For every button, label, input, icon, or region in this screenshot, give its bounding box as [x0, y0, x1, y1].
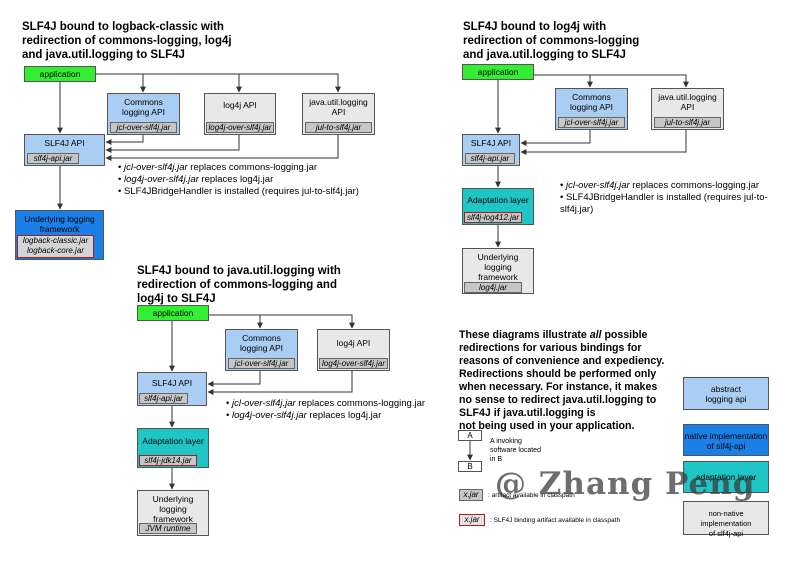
- d2-jul-api-box: java.util.logging API jul-to-slf4j.jar: [651, 88, 724, 130]
- d1-jul-api-label: java.util.logging API: [309, 97, 368, 117]
- d3-adaptation-box: Adaptation layer slf4j-jdk14.jar: [137, 428, 209, 468]
- note-rest: redirections for various bindings for re…: [459, 342, 665, 432]
- legend-invoking-text: A invoking software located in B: [490, 438, 541, 463]
- d1-commons-api-label: Commons logging API: [121, 97, 165, 117]
- d1-underlying-box: Underlying logging framework logback-cla…: [15, 210, 104, 260]
- explanation-note: These diagrams illustrate all possible r…: [459, 316, 699, 446]
- d2-commons-api-box: Commons logging API jcl-over-slf4j.jar: [555, 88, 628, 130]
- d3-application-label: application: [152, 308, 194, 318]
- d3-log4j-api-label: log4j API: [336, 338, 371, 348]
- d1-log4j-jar: log4j-over-slf4j.jar: [206, 122, 274, 133]
- d3-underlying-box: Underlying logging framework JVM runtime: [137, 490, 209, 536]
- d3-adaptation-jar: slf4j-jdk14.jar: [139, 455, 197, 466]
- d1-commons-jar: jcl-over-slf4j.jar: [110, 122, 177, 133]
- diagram1-title: SLF4J bound to logback-classic with redi…: [22, 21, 232, 61]
- d1-bullet-2: log4j-over-slf4j.jar replaces log4j.jar: [118, 174, 359, 186]
- note-line1-pre: These diagrams illustrate: [459, 329, 590, 341]
- d1-bullet-3: SLF4JBridgeHandler is installed (require…: [118, 186, 359, 198]
- d1-jul-api-box: java.util.logging API jul-to-slf4j.jar: [302, 93, 375, 135]
- legend-binding-jar-sample: x.jar: [459, 514, 485, 526]
- d3-log4j-jar: log4j-over-slf4j.jar: [319, 358, 388, 369]
- d3-bullet-2: log4j-over-slf4j.jar replaces log4j.jar: [226, 410, 425, 422]
- legend-adaptation-box: adaptation layer: [683, 461, 769, 493]
- legend-jar-desc: : artifact available in classpath: [488, 492, 575, 499]
- legend-native-label: native implementation of slf4j-api: [684, 431, 768, 451]
- d2-adaptation-box: Adaptation layer slf4j-log412.jar: [462, 188, 534, 225]
- d3-bullet-1: jcl-over-slf4j.jar replaces commons-logg…: [226, 398, 425, 410]
- d3-underlying-label: Underlying logging framework: [152, 494, 194, 524]
- d2-bullet-2: SLF4JBridgeHandler is installed (require…: [560, 192, 800, 216]
- d2-bullet-1: jcl-over-slf4j.jar replaces commons-logg…: [560, 180, 800, 192]
- d1-slf4j-jar: slf4j-api.jar: [27, 153, 79, 164]
- d1-underlying-jar: logback-classic.jar logback-core.jar: [17, 235, 94, 258]
- d1-commons-api-box: Commons logging API jcl-over-slf4j.jar: [107, 93, 180, 135]
- d2-bullets: jcl-over-slf4j.jar replaces commons-logg…: [560, 180, 800, 216]
- d3-bullets: jcl-over-slf4j.jar replaces commons-logg…: [226, 398, 425, 422]
- legend-jar-sample: x.jar: [459, 489, 483, 501]
- d1-jul-jar: jul-to-slf4j.jar: [305, 122, 372, 133]
- d2-jul-jar: jul-to-slf4j.jar: [654, 117, 721, 128]
- legend-non-native-box: non-native implementation of slf4j-api: [683, 501, 769, 538]
- legend-abstract-box: abstract logging api: [683, 377, 769, 410]
- d2-commons-api-label: Commons logging API: [569, 92, 613, 112]
- d3-commons-api-box: Commons logging API jcl-over-slf4j.jar: [225, 329, 298, 371]
- d2-commons-jar: jcl-over-slf4j.jar: [558, 117, 625, 128]
- d3-slf4j-api-box: SLF4J API slf4j-api.jar: [137, 372, 207, 406]
- d2-application-box: application: [462, 64, 534, 80]
- d3-underlying-jar: JVM runtime: [139, 523, 197, 534]
- d2-adaptation-jar: slf4j-log412.jar: [464, 212, 522, 223]
- legend-adaptation-label: adaptation layer: [695, 472, 757, 482]
- d1-log4j-api-label: log4j API: [223, 100, 257, 110]
- d2-application-label: application: [477, 67, 519, 77]
- d3-commons-jar: jcl-over-slf4j.jar: [228, 358, 295, 369]
- diagram3-title: SLF4J bound to java.util.logging with re…: [137, 265, 341, 305]
- d3-slf4j-jar: slf4j-api.jar: [139, 393, 188, 404]
- legend-non-native-label: non-native implementation of slf4j-api: [700, 509, 752, 538]
- note-line1-em: all: [589, 329, 602, 341]
- d2-underlying-jar: log4j.jar: [464, 282, 522, 293]
- d3-log4j-api-box: log4j API log4j-over-slf4j.jar: [317, 329, 390, 371]
- legend-binding-desc: : SLF4J binding artifact available in cl…: [490, 517, 621, 524]
- d2-slf4j-api-label: SLF4J API: [470, 138, 512, 148]
- d2-adaptation-label: Adaptation layer: [467, 195, 529, 205]
- d3-slf4j-api-label: SLF4J API: [151, 378, 193, 388]
- d1-application-label: application: [39, 69, 81, 79]
- d1-log4j-api-box: log4j API log4j-over-slf4j.jar: [204, 93, 276, 135]
- note-line1-post: possible: [601, 329, 648, 341]
- d2-underlying-label: Underlying logging framework: [477, 252, 519, 282]
- watermark-text: @ Zhang Peng: [495, 466, 756, 502]
- legend-abstract-label: abstract logging api: [705, 384, 747, 404]
- diagram2-title: SLF4J bound to log4j with redirection of…: [463, 21, 640, 61]
- legend-box-b: B: [458, 461, 482, 472]
- d3-application-box: application: [137, 305, 209, 321]
- legend-box-a: A: [458, 430, 482, 441]
- d3-commons-api-label: Commons logging API: [239, 333, 283, 353]
- d1-slf4j-api-box: SLF4J API slf4j-api.jar: [24, 134, 105, 166]
- d1-application-box: application: [24, 66, 96, 82]
- d1-underlying-label: Underlying logging framework: [24, 214, 95, 234]
- d2-slf4j-api-box: SLF4J API slf4j-api.jar: [462, 134, 520, 166]
- d2-slf4j-jar: slf4j-api.jar: [465, 153, 515, 164]
- d1-bullet-1: jcl-over-slf4j.jar replaces commons-logg…: [118, 162, 359, 174]
- d1-bullets: jcl-over-slf4j.jar replaces commons-logg…: [118, 162, 359, 198]
- legend-native-box: native implementation of slf4j-api: [683, 424, 769, 456]
- d1-slf4j-api-label: SLF4J API: [44, 138, 85, 148]
- d2-underlying-box: Underlying logging framework log4j.jar: [462, 248, 534, 294]
- d3-adaptation-label: Adaptation layer: [142, 436, 204, 446]
- d2-jul-api-label: java.util.logging API: [658, 92, 717, 112]
